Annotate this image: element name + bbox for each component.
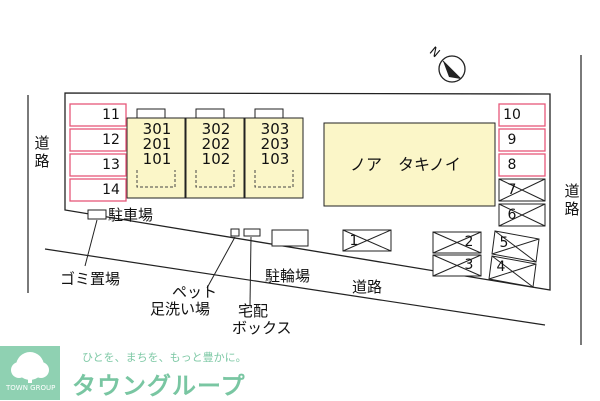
- parking-8: 8: [507, 157, 517, 173]
- parking-12: 12: [102, 132, 120, 148]
- right-parking-group: [498, 103, 546, 177]
- parking-13: 13: [102, 157, 120, 173]
- brand-small-text: TOWN GROUP: [6, 384, 56, 392]
- unit-301: 301: [142, 120, 172, 138]
- pet-wash-area: [230, 228, 240, 237]
- north-arrow-icon: [438, 55, 466, 83]
- garbage-label: ゴミ置場: [60, 270, 121, 288]
- delivery-leader: [249, 236, 252, 306]
- garbage-area: [87, 209, 107, 220]
- unit-102: 102: [201, 150, 231, 168]
- road-label-right: 道路: [564, 182, 580, 218]
- bicycle-parking: [271, 229, 309, 247]
- parking-9: 9: [507, 132, 517, 148]
- parking-3: 3: [464, 257, 474, 273]
- parking-11: 11: [102, 107, 120, 123]
- parking-5: 5: [499, 235, 509, 251]
- unit-101: 101: [142, 150, 172, 168]
- unit-block-2: 302 202 102: [186, 122, 246, 167]
- parking-1: 1: [349, 233, 359, 249]
- unit-203: 203: [260, 135, 290, 153]
- road-label-left: 道路: [34, 134, 50, 170]
- pet-wash-label-2: 足洗い場: [150, 300, 211, 318]
- town-group-logo: [0, 346, 60, 400]
- parking-2: 2: [464, 234, 474, 250]
- brand-tagline: ひとを、まちを、もっと豊かに。: [82, 351, 247, 364]
- pet-wash-label-1: ペット: [172, 283, 218, 301]
- parking-7: 7: [507, 182, 517, 198]
- unit-302: 302: [201, 120, 231, 138]
- pet-wash-leader: [206, 236, 236, 289]
- bicycle-label: 駐輪場: [265, 267, 311, 285]
- unit-202: 202: [201, 135, 231, 153]
- parking-label: 駐車場: [108, 206, 154, 224]
- bottom-unavailable-group: [342, 229, 540, 288]
- parking-4: 4: [496, 259, 506, 275]
- unit-103: 103: [260, 150, 290, 168]
- right-unavailable-group: [498, 178, 546, 227]
- road-label-bottom: 道路: [352, 278, 383, 296]
- other-building-name: ノア タキノイ: [350, 155, 461, 174]
- apartment-building: [126, 108, 304, 199]
- other-building: [323, 122, 496, 207]
- garbage-leader: [84, 219, 98, 267]
- left-parking-group: [69, 103, 127, 202]
- unit-block-3: 303 203 103: [245, 122, 305, 167]
- parking-6: 6: [507, 207, 517, 223]
- unit-201: 201: [142, 135, 172, 153]
- road-edge-bottom: [44, 248, 546, 326]
- delivery-box: [243, 228, 261, 237]
- parking-14: 14: [102, 182, 120, 198]
- delivery-label-1: 宅配: [238, 302, 269, 320]
- delivery-label-2: ボックス: [232, 319, 292, 337]
- unit-303: 303: [260, 120, 290, 138]
- brand-name: タウングループ: [72, 372, 246, 400]
- unit-block-1: 301 201 101: [127, 122, 187, 167]
- parking-10: 10: [503, 107, 521, 123]
